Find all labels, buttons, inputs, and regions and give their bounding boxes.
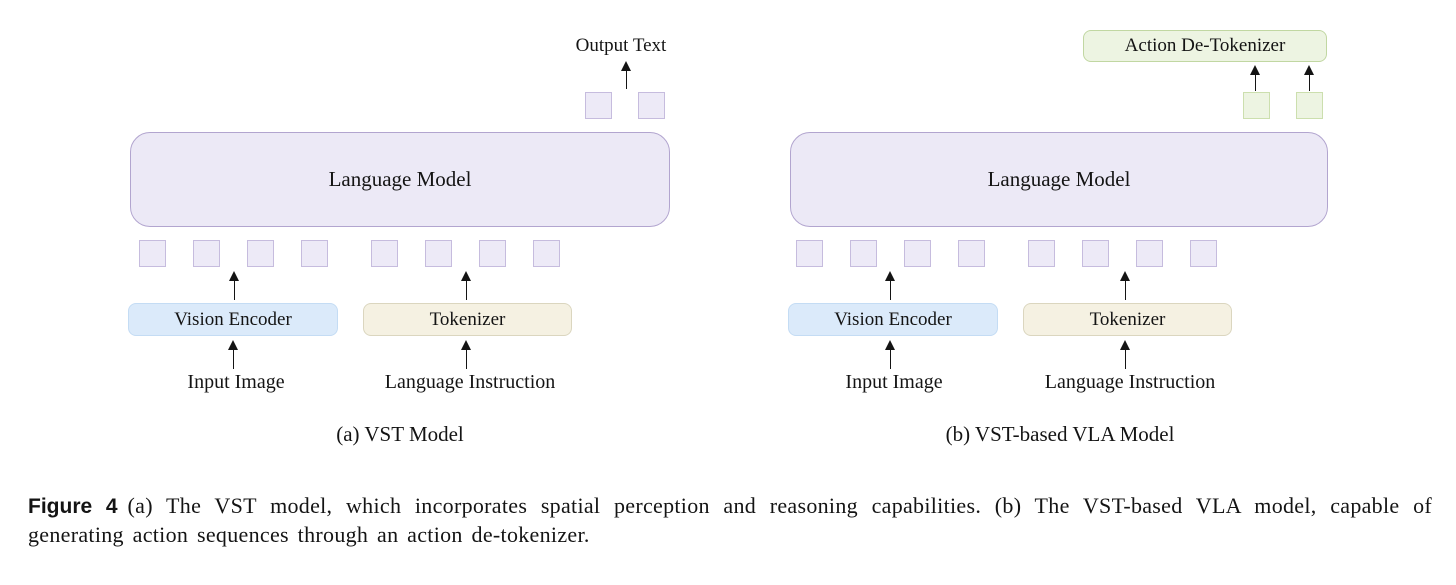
input-token-square (1028, 240, 1055, 267)
up-arrow-icon (1303, 65, 1314, 91)
up-arrow-icon (620, 61, 631, 89)
figure-caption: Figure 4(a) The VST model, which incorpo… (28, 492, 1432, 549)
output-text-label: Output Text (575, 35, 667, 56)
input-token-square (479, 240, 506, 267)
language-model-box: Language Model (130, 132, 670, 227)
tokenizer-label: Tokenizer (429, 308, 506, 330)
input-token-square (371, 240, 398, 267)
language-model-box: Language Model (790, 132, 1328, 227)
input-token-square (958, 240, 985, 267)
input-token-square (904, 240, 931, 267)
input-token-square (533, 240, 560, 267)
input-token-square (301, 240, 328, 267)
input-token-square (1136, 240, 1163, 267)
output-token-square (585, 92, 612, 119)
up-arrow-icon (1249, 65, 1260, 91)
figure-caption-text: (a) The VST model, which incorporates sp… (28, 493, 1433, 547)
language-instruction-label: Language Instruction (1044, 371, 1216, 393)
vision-encoder-label: Vision Encoder (834, 308, 952, 330)
action-token-square (1243, 92, 1270, 119)
tokenizer-box: Tokenizer (363, 303, 572, 336)
up-arrow-icon (884, 271, 895, 300)
action-token-square (1296, 92, 1323, 119)
tokenizer-box: Tokenizer (1023, 303, 1232, 336)
input-token-square (850, 240, 877, 267)
action-detokenizer-box: Action De-Tokenizer (1083, 30, 1327, 62)
subcaption-a: (a) VST Model (336, 422, 464, 446)
input-token-square (139, 240, 166, 267)
up-arrow-icon (1119, 271, 1130, 300)
input-image-label: Input Image (845, 371, 943, 393)
vision-encoder-box: Vision Encoder (788, 303, 998, 336)
up-arrow-icon (884, 340, 895, 369)
input-token-square (796, 240, 823, 267)
up-arrow-icon (1119, 340, 1130, 369)
action-detokenizer-label: Action De-Tokenizer (1124, 35, 1286, 56)
tokenizer-label: Tokenizer (1089, 308, 1166, 330)
input-image-label: Input Image (187, 371, 285, 393)
input-token-square (1190, 240, 1217, 267)
up-arrow-icon (227, 340, 238, 369)
up-arrow-icon (228, 271, 239, 300)
up-arrow-icon (460, 271, 471, 300)
vision-encoder-box: Vision Encoder (128, 303, 338, 336)
input-token-square (1082, 240, 1109, 267)
input-token-square (425, 240, 452, 267)
language-model-label: Language Model (987, 167, 1131, 191)
up-arrow-icon (460, 340, 471, 369)
input-token-square (193, 240, 220, 267)
vision-encoder-label: Vision Encoder (174, 308, 292, 330)
figure-caption-label: Figure 4 (28, 495, 118, 518)
output-token-square (638, 92, 665, 119)
language-model-label: Language Model (328, 167, 472, 191)
subcaption-b: (b) VST-based VLA Model (945, 422, 1175, 446)
language-instruction-label: Language Instruction (384, 371, 556, 393)
input-token-square (247, 240, 274, 267)
